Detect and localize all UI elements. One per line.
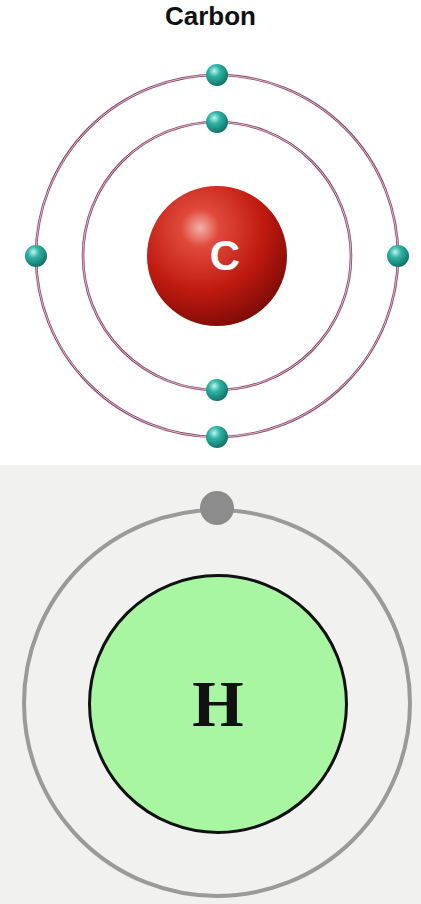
orbit: [24, 510, 410, 896]
electron: [206, 111, 228, 133]
element-symbol: H: [192, 666, 243, 742]
nucleus-circle: [147, 186, 287, 326]
diagram-title: Carbon: [0, 0, 421, 32]
electron: [387, 245, 409, 267]
electron: [206, 426, 228, 448]
hydrogen-nucleus: H: [88, 574, 348, 834]
element-symbol: C: [210, 232, 240, 280]
electron: [206, 64, 228, 86]
outer-orbit: [36, 75, 398, 437]
inner-orbit-highlight: [83, 122, 351, 390]
outer-orbit-highlight: [36, 75, 398, 437]
nucleus-circle: [90, 576, 347, 833]
electron: [206, 379, 228, 401]
electron: [25, 245, 47, 267]
inner-orbit: [83, 122, 351, 390]
background-panel: [0, 465, 421, 904]
electron: [200, 491, 234, 525]
carbon-nucleus: C: [147, 186, 287, 326]
